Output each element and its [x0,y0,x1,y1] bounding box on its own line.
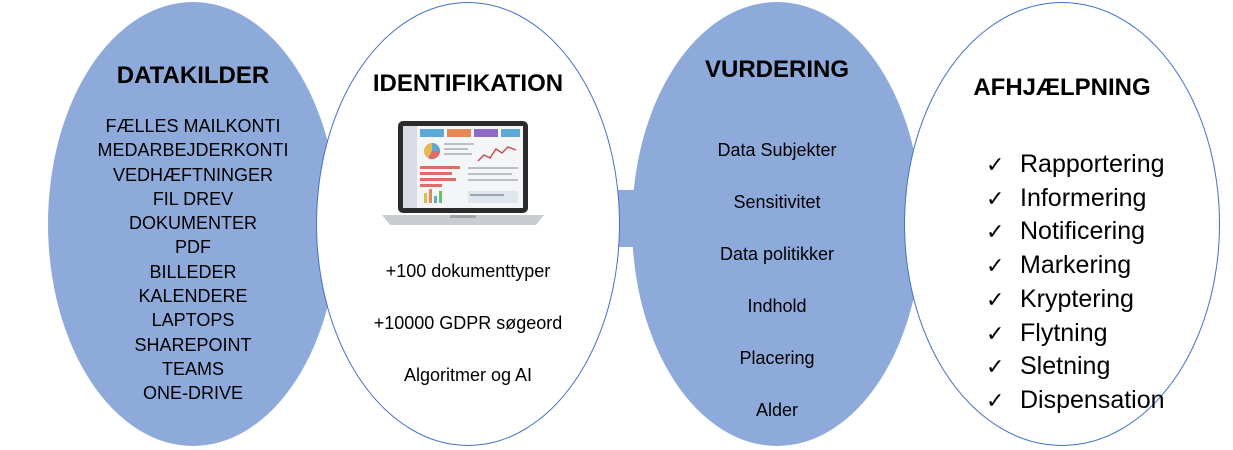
list-item: LAPTOPS [151,310,235,331]
list-item: SHAREPOINT [134,334,252,355]
list-item: Placering [739,348,815,368]
list-item: Data politikker [719,244,835,264]
check-icon: ✓ [986,152,1005,177]
list-item: ✓ Sletning [986,350,1206,384]
list-item: +100 dokumenttyper [385,261,551,281]
list-item: PDF [175,237,211,258]
check-icon: ✓ [986,320,1005,346]
list-item: +10000 GDPR søgeord [373,313,563,333]
list-item: DOKUMENTER [128,213,257,234]
list-item: TEAMS [161,358,224,379]
list-item: ✓ Dispensation [986,384,1206,418]
check-icon: ✓ [986,185,1005,211]
stage-afhjaelpning: AFHJÆLPNING [916,74,1208,102]
list-item-label: Rapportering [1020,150,1165,178]
stage-ellipse-datakilder [48,2,338,446]
list-item: KALENDERE [138,286,248,307]
identification-list: +100 dokumenttyper +10000 GDPR søgeord A… [330,259,606,387]
list-item: ✓ Rapportering [986,148,1206,182]
stage-title: IDENTIFIKATION [372,70,564,97]
list-item-label: Kryptering [1020,284,1134,313]
list-item: Algoritmer og AI [403,365,533,385]
identification-list-wrap: +100 dokumenttyper +10000 GDPR søgeord A… [330,259,606,415]
stage-identifikation: IDENTIFIKATION [330,70,606,98]
list-item: Data Subjekter [717,140,837,160]
stage-vurdering: VURDERING Data Subjekter Sensitivitet Da… [642,56,912,450]
list-item-label: Informering [1020,183,1147,212]
laptop-dashboard-icon [382,121,544,225]
list-item: FÆLLES MAILKONTI [105,116,281,136]
list-item-label: Sletning [1020,352,1111,381]
list-item-label: Dispensation [1020,385,1165,414]
assessment-list: Data Subjekter Sensitivitet Data politik… [642,138,912,422]
list-item: ✓ Notificering [986,215,1206,249]
stage-title: DATAKILDER [116,62,270,89]
stage-title: VURDERING [704,56,849,83]
remediation-list-wrap: ✓ Rapportering ✓ Informering ✓ Notificering… [986,148,1206,418]
list-item: Indhold [747,296,807,316]
check-icon: ✓ [986,253,1005,279]
stage-title: AFHJÆLPNING [973,74,1151,101]
remediation-list: ✓ Rapportering ✓ Informering ✓ Notificering… [986,148,1206,418]
list-item-label: Flytning [1020,318,1108,347]
check-icon: ✓ [986,387,1005,413]
check-icon: ✓ [986,219,1005,245]
stage-ellipse-afhjaelpning [904,2,1220,446]
list-item: MEDARBEJDERKONTI [97,140,289,161]
list-item-label: Notificering [1020,217,1146,246]
list-item: VEDHÆFTNINGER [112,164,273,185]
stage-ellipse-vurdering [632,2,922,446]
list-item: ONE-DRIVE [142,383,243,404]
stage-datakilder: DATAKILDER FÆLLES MAILKONTI MEDARBEJDERK… [58,62,328,406]
list-item: ✓ Kryptering [986,283,1206,317]
list-item: Alder [755,400,799,420]
list-item: ✓ Markering [986,249,1206,283]
list-item: ✓ Informering [986,182,1206,216]
source-list: FÆLLES MAILKONTI MEDARBEJDERKONTI VEDHÆF… [58,114,328,406]
list-item-label: Markering [1020,251,1132,280]
list-item: BILLEDER [149,261,237,282]
check-icon: ✓ [986,286,1005,312]
list-item: FIL DREV [152,188,234,209]
check-icon: ✓ [986,354,1005,380]
list-item: ✓ Flytning [986,317,1206,351]
list-item: Sensitivitet [733,192,821,212]
